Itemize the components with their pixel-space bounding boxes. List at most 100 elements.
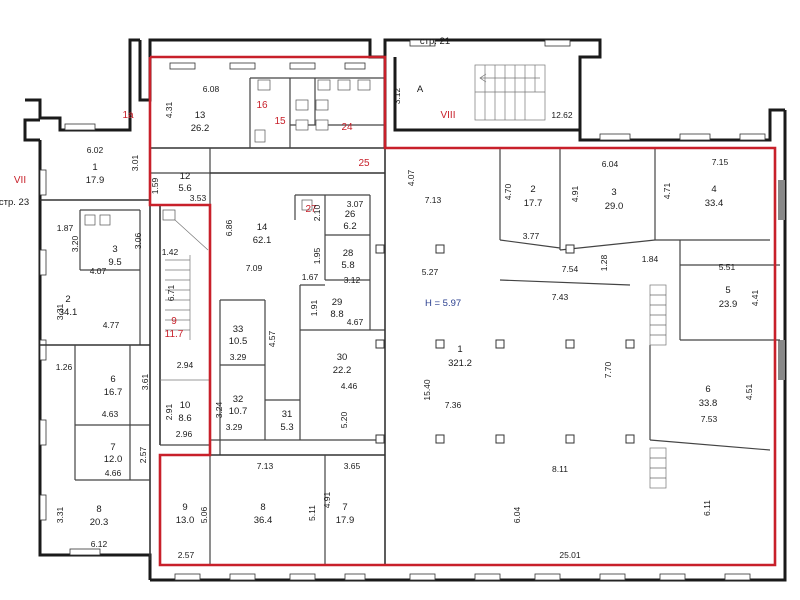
svg-text:4: 4 [711,184,716,195]
svg-text:6.08: 6.08 [203,84,220,94]
svg-text:4.71: 4.71 [662,182,672,199]
room-10: 10 8.6 [178,400,191,424]
svg-text:4.91: 4.91 [322,491,332,508]
svg-text:8: 8 [260,502,265,513]
section-label-1a: 1а [122,110,134,121]
svg-text:9: 9 [182,502,187,513]
street-label-str21: стр. 21 [420,36,450,47]
svg-text:22.2: 22.2 [333,365,352,376]
labels: стр. 21 стр. 23 VII VIII A 1а H = 5.97 1… [0,36,760,560]
room-8-bottom: 8 36.4 [254,502,273,526]
svg-text:1.67: 1.67 [302,272,319,282]
svg-text:14: 14 [257,222,268,233]
svg-text:7.53: 7.53 [701,414,718,424]
svg-text:28: 28 [343,248,354,259]
svg-text:5.20: 5.20 [339,411,349,428]
svg-text:4.77: 4.77 [103,320,120,330]
room-3: 3 29.0 [605,187,624,212]
svg-text:3.24: 3.24 [214,401,224,418]
svg-text:5.11: 5.11 [307,505,317,521]
svg-text:7.36: 7.36 [445,400,462,410]
room-14: 14 62.1 [253,222,272,246]
svg-text:15.40: 15.40 [422,379,432,401]
svg-text:31: 31 [282,409,293,420]
svg-text:4.57: 4.57 [267,330,277,347]
svg-text:2.57: 2.57 [178,550,195,560]
svg-text:4.66: 4.66 [105,468,122,478]
svg-text:3.07: 3.07 [347,199,364,209]
columns [375,244,635,444]
svg-text:9.5: 9.5 [108,257,121,268]
svg-text:5.3: 5.3 [280,422,293,433]
svg-text:3.29: 3.29 [230,352,247,362]
svg-text:1.95: 1.95 [312,247,322,264]
svg-text:6.12: 6.12 [91,539,108,549]
room-9-stair: 9 11.7 [165,316,184,340]
svg-text:2.10: 2.10 [312,204,322,221]
room-left-1: 1 17.9 [86,162,105,186]
svg-text:4.07: 4.07 [406,169,416,186]
svg-text:17.7: 17.7 [524,198,543,209]
svg-text:3.01: 3.01 [130,154,140,171]
room-left-6: 6 16.7 [104,374,123,398]
svg-text:6.02: 6.02 [87,145,104,155]
svg-text:1.59: 1.59 [150,177,160,194]
room-left-2: 2 34.1 [59,294,78,318]
room-6: 6 33.8 [699,384,718,409]
svg-text:20.3: 20.3 [90,517,109,528]
svg-text:17.9: 17.9 [86,175,105,186]
svg-text:4.63: 4.63 [102,409,119,419]
svg-text:5.51: 5.51 [719,262,736,272]
svg-text:7.09: 7.09 [246,263,263,273]
svg-text:3.29: 3.29 [226,422,243,432]
svg-text:16.7: 16.7 [104,387,123,398]
room-big-1: 1 321.2 [448,344,472,369]
svg-text:4.31: 4.31 [164,101,174,118]
street-label-str23: стр. 23 [0,197,29,208]
svg-text:7.13: 7.13 [425,195,442,205]
svg-text:6.11: 6.11 [702,500,712,516]
svg-text:4.70: 4.70 [503,183,513,200]
svg-text:3.61: 3.61 [140,373,150,390]
svg-text:10.5: 10.5 [229,336,248,347]
svg-text:33: 33 [233,324,244,335]
room-29: 29 8.8 [330,297,343,320]
svg-text:29.0: 29.0 [605,201,624,212]
svg-text:2.96: 2.96 [176,429,193,439]
svg-text:5: 5 [725,285,730,296]
svg-text:1.87: 1.87 [57,223,74,233]
svg-text:10.7: 10.7 [229,406,248,417]
dimension-labels: 6.08 4.31 3.12 12.62 6.04 7.15 4.70 4.91… [55,84,760,560]
svg-text:11.7: 11.7 [165,329,184,340]
svg-text:3.12: 3.12 [392,87,402,104]
svg-text:6.86: 6.86 [224,219,234,236]
red-number-24: 24 [341,122,353,133]
svg-text:36.4: 36.4 [254,515,273,526]
svg-text:2.91: 2.91 [164,403,174,420]
svg-text:7: 7 [342,502,347,513]
svg-text:1.84: 1.84 [642,254,659,264]
svg-text:4.07: 4.07 [90,266,107,276]
svg-text:5.06: 5.06 [199,506,209,523]
svg-text:62.1: 62.1 [253,235,272,246]
svg-text:13.0: 13.0 [176,515,195,526]
svg-text:33.4: 33.4 [705,198,724,209]
svg-text:1.42: 1.42 [162,247,179,257]
section-label-A: A [417,84,424,95]
svg-text:8.8: 8.8 [330,309,343,320]
svg-text:5.6: 5.6 [178,183,191,194]
svg-text:1.91: 1.91 [309,299,319,316]
svg-text:3: 3 [611,187,616,198]
bathroom-fixtures [84,79,371,226]
svg-text:6.2: 6.2 [343,221,356,232]
room-26: 26 6.2 [343,209,356,232]
room-left-7: 7 12.0 [104,442,123,465]
svg-text:4.46: 4.46 [341,381,358,391]
svg-text:3.06: 3.06 [133,232,143,249]
svg-text:321.2: 321.2 [448,358,472,369]
room-left-3: 3 9.5 [108,244,121,268]
svg-text:17.9: 17.9 [336,515,355,526]
section-label-VII: VII [14,175,26,186]
svg-text:3.31: 3.31 [55,303,65,320]
red-number-27: 27 [305,204,317,215]
